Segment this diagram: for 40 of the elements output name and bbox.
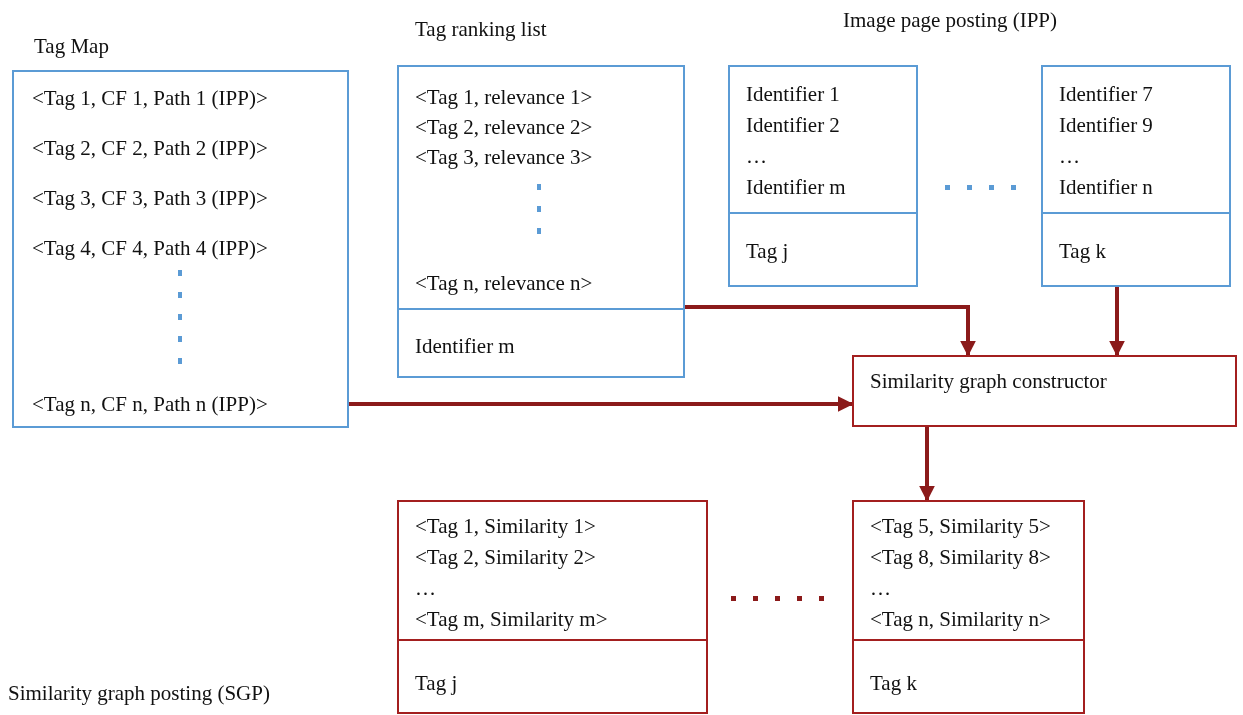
record-box	[397, 500, 708, 714]
entry-text: <Tag n, Similarity n>	[870, 607, 1051, 631]
entry-text: <Tag 1, CF 1, Path 1 (IPP)>	[32, 86, 268, 110]
section-label: Similarity graph posting (SGP)	[8, 681, 270, 705]
entry-text: <Tag 2, Similarity 2>	[415, 545, 596, 569]
entry-text: <Tag n, CF n, Path n (IPP)>	[32, 392, 268, 416]
entry-text: …	[415, 576, 436, 600]
section-label: Image page posting (IPP)	[843, 8, 1058, 32]
record-box	[852, 500, 1085, 714]
entry-text: Identifier 2	[746, 113, 840, 137]
box-heading: Tag ranking list	[415, 17, 547, 41]
record-box	[728, 65, 918, 287]
record-box	[1041, 65, 1231, 287]
entry-text: Tag k	[1059, 239, 1106, 263]
entry-text: <Tag 3, CF 3, Path 3 (IPP)>	[32, 186, 268, 210]
entry-text: …	[746, 144, 767, 168]
entry-text: <Tag 4, CF 4, Path 4 (IPP)>	[32, 236, 268, 260]
entry-text: <Tag 2, relevance 2>	[415, 115, 593, 139]
entry-text: Tag k	[870, 671, 917, 695]
entry-text: Similarity graph constructor	[870, 369, 1107, 393]
entry-text: Tag j	[746, 239, 789, 263]
entry-text: …	[1059, 144, 1080, 168]
entry-text: <Tag m, Similarity m>	[415, 607, 608, 631]
box-heading: Tag Map	[34, 34, 109, 58]
entry-text: <Tag 1, relevance 1>	[415, 85, 593, 109]
process-box	[852, 355, 1237, 427]
entry-text: …	[870, 576, 891, 600]
entry-text: Tag j	[415, 671, 458, 695]
entry-text: <Tag n, relevance n>	[415, 271, 593, 295]
entry-text: Identifier 7	[1059, 82, 1153, 106]
entry-text: Identifier m	[415, 334, 515, 358]
entry-text: <Tag 5, Similarity 5>	[870, 514, 1051, 538]
entry-text: <Tag 2, CF 2, Path 2 (IPP)>	[32, 136, 268, 160]
entry-text: <Tag 1, Similarity 1>	[415, 514, 596, 538]
entry-text: Identifier 1	[746, 82, 840, 106]
entry-text: Identifier m	[746, 175, 846, 199]
entry-text: <Tag 8, Similarity 8>	[870, 545, 1051, 569]
entry-text: Identifier n	[1059, 175, 1153, 199]
entry-text: <Tag 3, relevance 3>	[415, 145, 593, 169]
entry-text: Identifier 9	[1059, 113, 1153, 137]
